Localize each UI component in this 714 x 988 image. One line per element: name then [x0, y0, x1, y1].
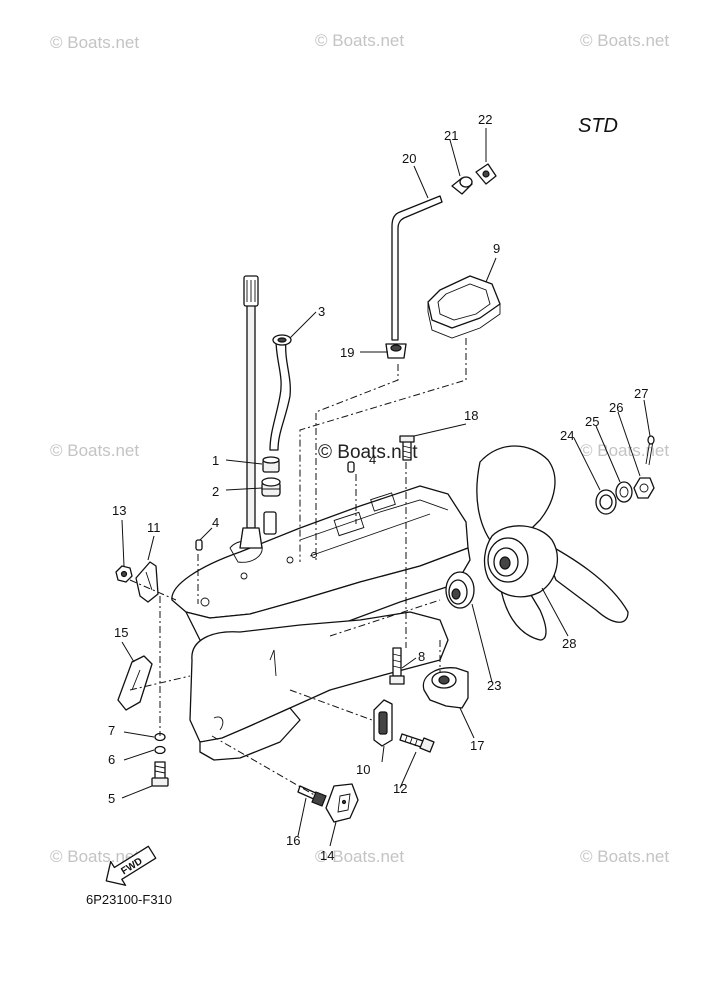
- gasket: [427, 275, 501, 339]
- grommet-11: [135, 561, 159, 603]
- watermark: © Boats.net: [315, 31, 404, 50]
- grommet-19: [385, 343, 407, 359]
- spacer: [595, 489, 617, 515]
- callout-5: 5: [108, 791, 115, 806]
- callout-26: 26: [609, 400, 623, 415]
- callout-21: 21: [444, 128, 458, 143]
- callout-27: 27: [634, 386, 648, 401]
- watermark: © Boats.net: [315, 847, 404, 866]
- callout-18: 18: [464, 408, 478, 423]
- assembly-lines: [129, 338, 467, 797]
- callout-7: 7: [108, 723, 115, 738]
- watermark: © Boats.net: [50, 847, 139, 866]
- callout-2: 2: [212, 484, 219, 499]
- callout-25: 25: [585, 414, 599, 429]
- bolt-8: [389, 647, 405, 685]
- watermark: © Boats.net: [580, 847, 669, 866]
- callout-12: 12: [393, 781, 407, 796]
- watermark-center: © Boats.net: [318, 442, 418, 463]
- callout-16: 16: [286, 833, 300, 848]
- bolt-18: [399, 435, 415, 461]
- callout-22: 22: [478, 112, 492, 127]
- callout-24: 24: [560, 428, 574, 443]
- dowel-pin: [347, 461, 355, 473]
- callout-20: 20: [402, 151, 416, 166]
- bolt-12: [399, 733, 435, 753]
- grommet: [262, 456, 280, 473]
- callout-11: 11: [147, 520, 161, 535]
- collar: [451, 176, 473, 195]
- propeller-nut: [633, 477, 655, 499]
- drawing-code: 6P23100-F310: [86, 892, 172, 907]
- dowel-pin: [195, 539, 203, 551]
- watermark: © Boats.net: [50, 441, 139, 460]
- watermark: © Boats.net: [580, 31, 669, 50]
- callout-1: 1: [212, 453, 219, 468]
- callout-labels: 1 2 3 4 4 5 6 7 8 9 10 11 12 13 14 15 16…: [108, 112, 648, 863]
- lower-casing: [171, 485, 471, 761]
- trim-tab: [422, 667, 469, 709]
- thrust-washer: [445, 571, 475, 609]
- callout-14: 14: [320, 848, 334, 863]
- callout-15: 15: [114, 625, 128, 640]
- anode: [325, 783, 359, 823]
- washer: [154, 745, 166, 755]
- seal: [261, 477, 281, 497]
- callout-23: 23: [487, 678, 501, 693]
- water-tube: [269, 339, 291, 451]
- callout-4: 4: [212, 515, 219, 530]
- callout-6: 6: [108, 752, 115, 767]
- watermark: © Boats.net: [50, 33, 139, 52]
- grease-tube: [391, 195, 443, 341]
- callout-4: 4: [369, 452, 376, 467]
- callout-3: 3: [318, 304, 325, 319]
- washer-25: [615, 481, 633, 503]
- leader-lines: [121, 128, 651, 847]
- drive-shaft: [239, 275, 263, 549]
- callout-28: 28: [562, 636, 576, 651]
- bolt-16: [297, 785, 327, 807]
- callout-8: 8: [418, 649, 425, 664]
- callout-9: 9: [493, 241, 500, 256]
- callout-17: 17: [470, 738, 484, 753]
- watermark: © Boats.net: [580, 441, 669, 460]
- propeller: [476, 445, 629, 641]
- callout-10: 10: [356, 762, 370, 777]
- watermark-group: © Boats.net © Boats.net © Boats.net © Bo…: [50, 31, 669, 866]
- callout-13: 13: [112, 503, 126, 518]
- variant-label: STD: [578, 115, 618, 137]
- callout-19: 19: [340, 345, 354, 360]
- bolt-5: [151, 761, 169, 787]
